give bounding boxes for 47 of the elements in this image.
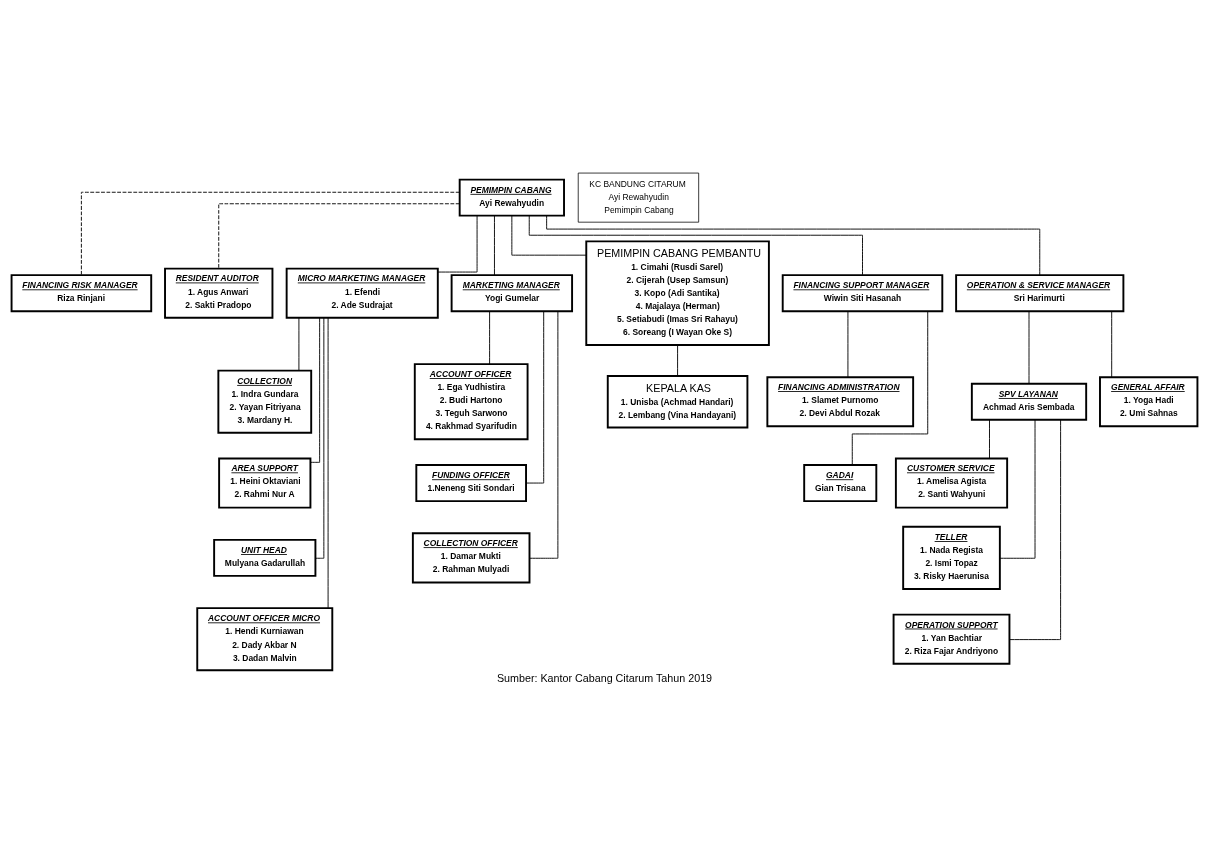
node-box: COLLECTION 1. Indra Gundara 2. Yayan Fitriyana 3. Mardany H. [217, 369, 313, 434]
node-box: MARKETING MANAGER Yogi Gumelar [450, 274, 574, 313]
node-box: RESIDENT AUDITOR 1. Agus Anwari 2. Sakti Pradopo [164, 267, 274, 319]
node-box: FINANCING RISK MANAGER Riza Rinjani [10, 274, 153, 313]
connector [511, 215, 587, 256]
connector [310, 317, 321, 463]
connector [529, 310, 559, 559]
connector [80, 191, 460, 276]
node-box: GENERAL AFFAIR 1. Yoga Hadi 2. Umi Sahnas [1099, 376, 1199, 428]
node-box: TELLER 1. Nada Regista 2. Ismi Topaz 3. Risky Haerunisa [902, 525, 1001, 590]
connector [525, 310, 545, 484]
connector [494, 215, 495, 276]
node-box: OPERATION & SERVICE MANAGER Sri Harimurti [955, 274, 1125, 313]
node-box: OPERATION SUPPORT 1. Yan Bachtiar 2. Riza Fajar Andriyono [892, 613, 1011, 665]
connector [851, 310, 929, 466]
connector [489, 310, 491, 365]
node-box: FINANCING SUPPORT MANAGER Wiwin Siti Hasanah [781, 274, 944, 313]
connector [999, 419, 1036, 559]
caption: Sumber: Kantor Cabang Citarum Tahun 2019 [496, 671, 713, 684]
node-box: PEMIMPIN CABANG PEMBANTU 1. Cimahi (Rusdi Sarel) 2. Cijerah (Usep Samsun) 3. Kopo (Adi Santika) 4. Majalaya (Herman) 5. Setiabudi (Imas Sri Rahayu) 6. Soreang (I Wayan Oke S) [585, 240, 770, 346]
connector [989, 419, 990, 459]
connector [677, 344, 679, 377]
connector [315, 317, 325, 559]
connector [218, 203, 460, 269]
connector [1009, 419, 1062, 641]
node-box: PEMIMPIN CABANG Ayi Rewahyudin [458, 178, 565, 217]
node-box: KC BANDUNG CITARUM Ayi Rewahyudin Pemimpin Cabang [577, 172, 700, 223]
node-box: MICRO MARKETING MANAGER 1. Efendi 2. Ade Sudrajat [285, 267, 439, 319]
node-box: CUSTOMER SERVICE 1. Amelisa Agista 2. Santi Wahyuni [894, 457, 1009, 509]
connector [437, 215, 478, 273]
node-box: FINANCING ADMINISTRATION 1. Slamet Purnomo 2. Devi Abdul Rozak [766, 376, 915, 428]
connector [528, 215, 863, 276]
connector [546, 215, 1041, 276]
connector [1028, 310, 1030, 384]
connector [847, 310, 849, 378]
node-box: ACCOUNT OFFICER MICRO 1. Hendi Kurniawan 2. Dady Akbar N 3. Dadan Malvin [196, 607, 334, 672]
connector [327, 317, 329, 609]
connector [298, 317, 300, 372]
node-box: SPV LAYANAN Achmad Aris Sembada [970, 382, 1088, 421]
node-box: COLLECTION OFFICER 1. Damar Mukti 2. Rahman Mulyadi [411, 532, 531, 584]
node-box: UNIT HEAD Mulyana Gadarullah [213, 538, 317, 577]
node-box: KEPALA KAS 1. Unisba (Achmad Handari) 2. Lembang (Vina Handayani) [606, 375, 749, 429]
node-box: AREA SUPPORT 1. Heini Oktaviani 2. Rahmi Nur A [218, 457, 312, 509]
node-box: ACCOUNT OFFICER 1. Ega Yudhistira 2. Budi Hartono 3. Teguh Sarwono 4. Rakhmad Syarifudin [413, 363, 529, 441]
connector [1111, 310, 1113, 378]
node-box: GADAI Gian Trisana [803, 464, 878, 503]
node-box: FUNDING OFFICER 1.Neneng Siti Sondari [415, 464, 527, 503]
